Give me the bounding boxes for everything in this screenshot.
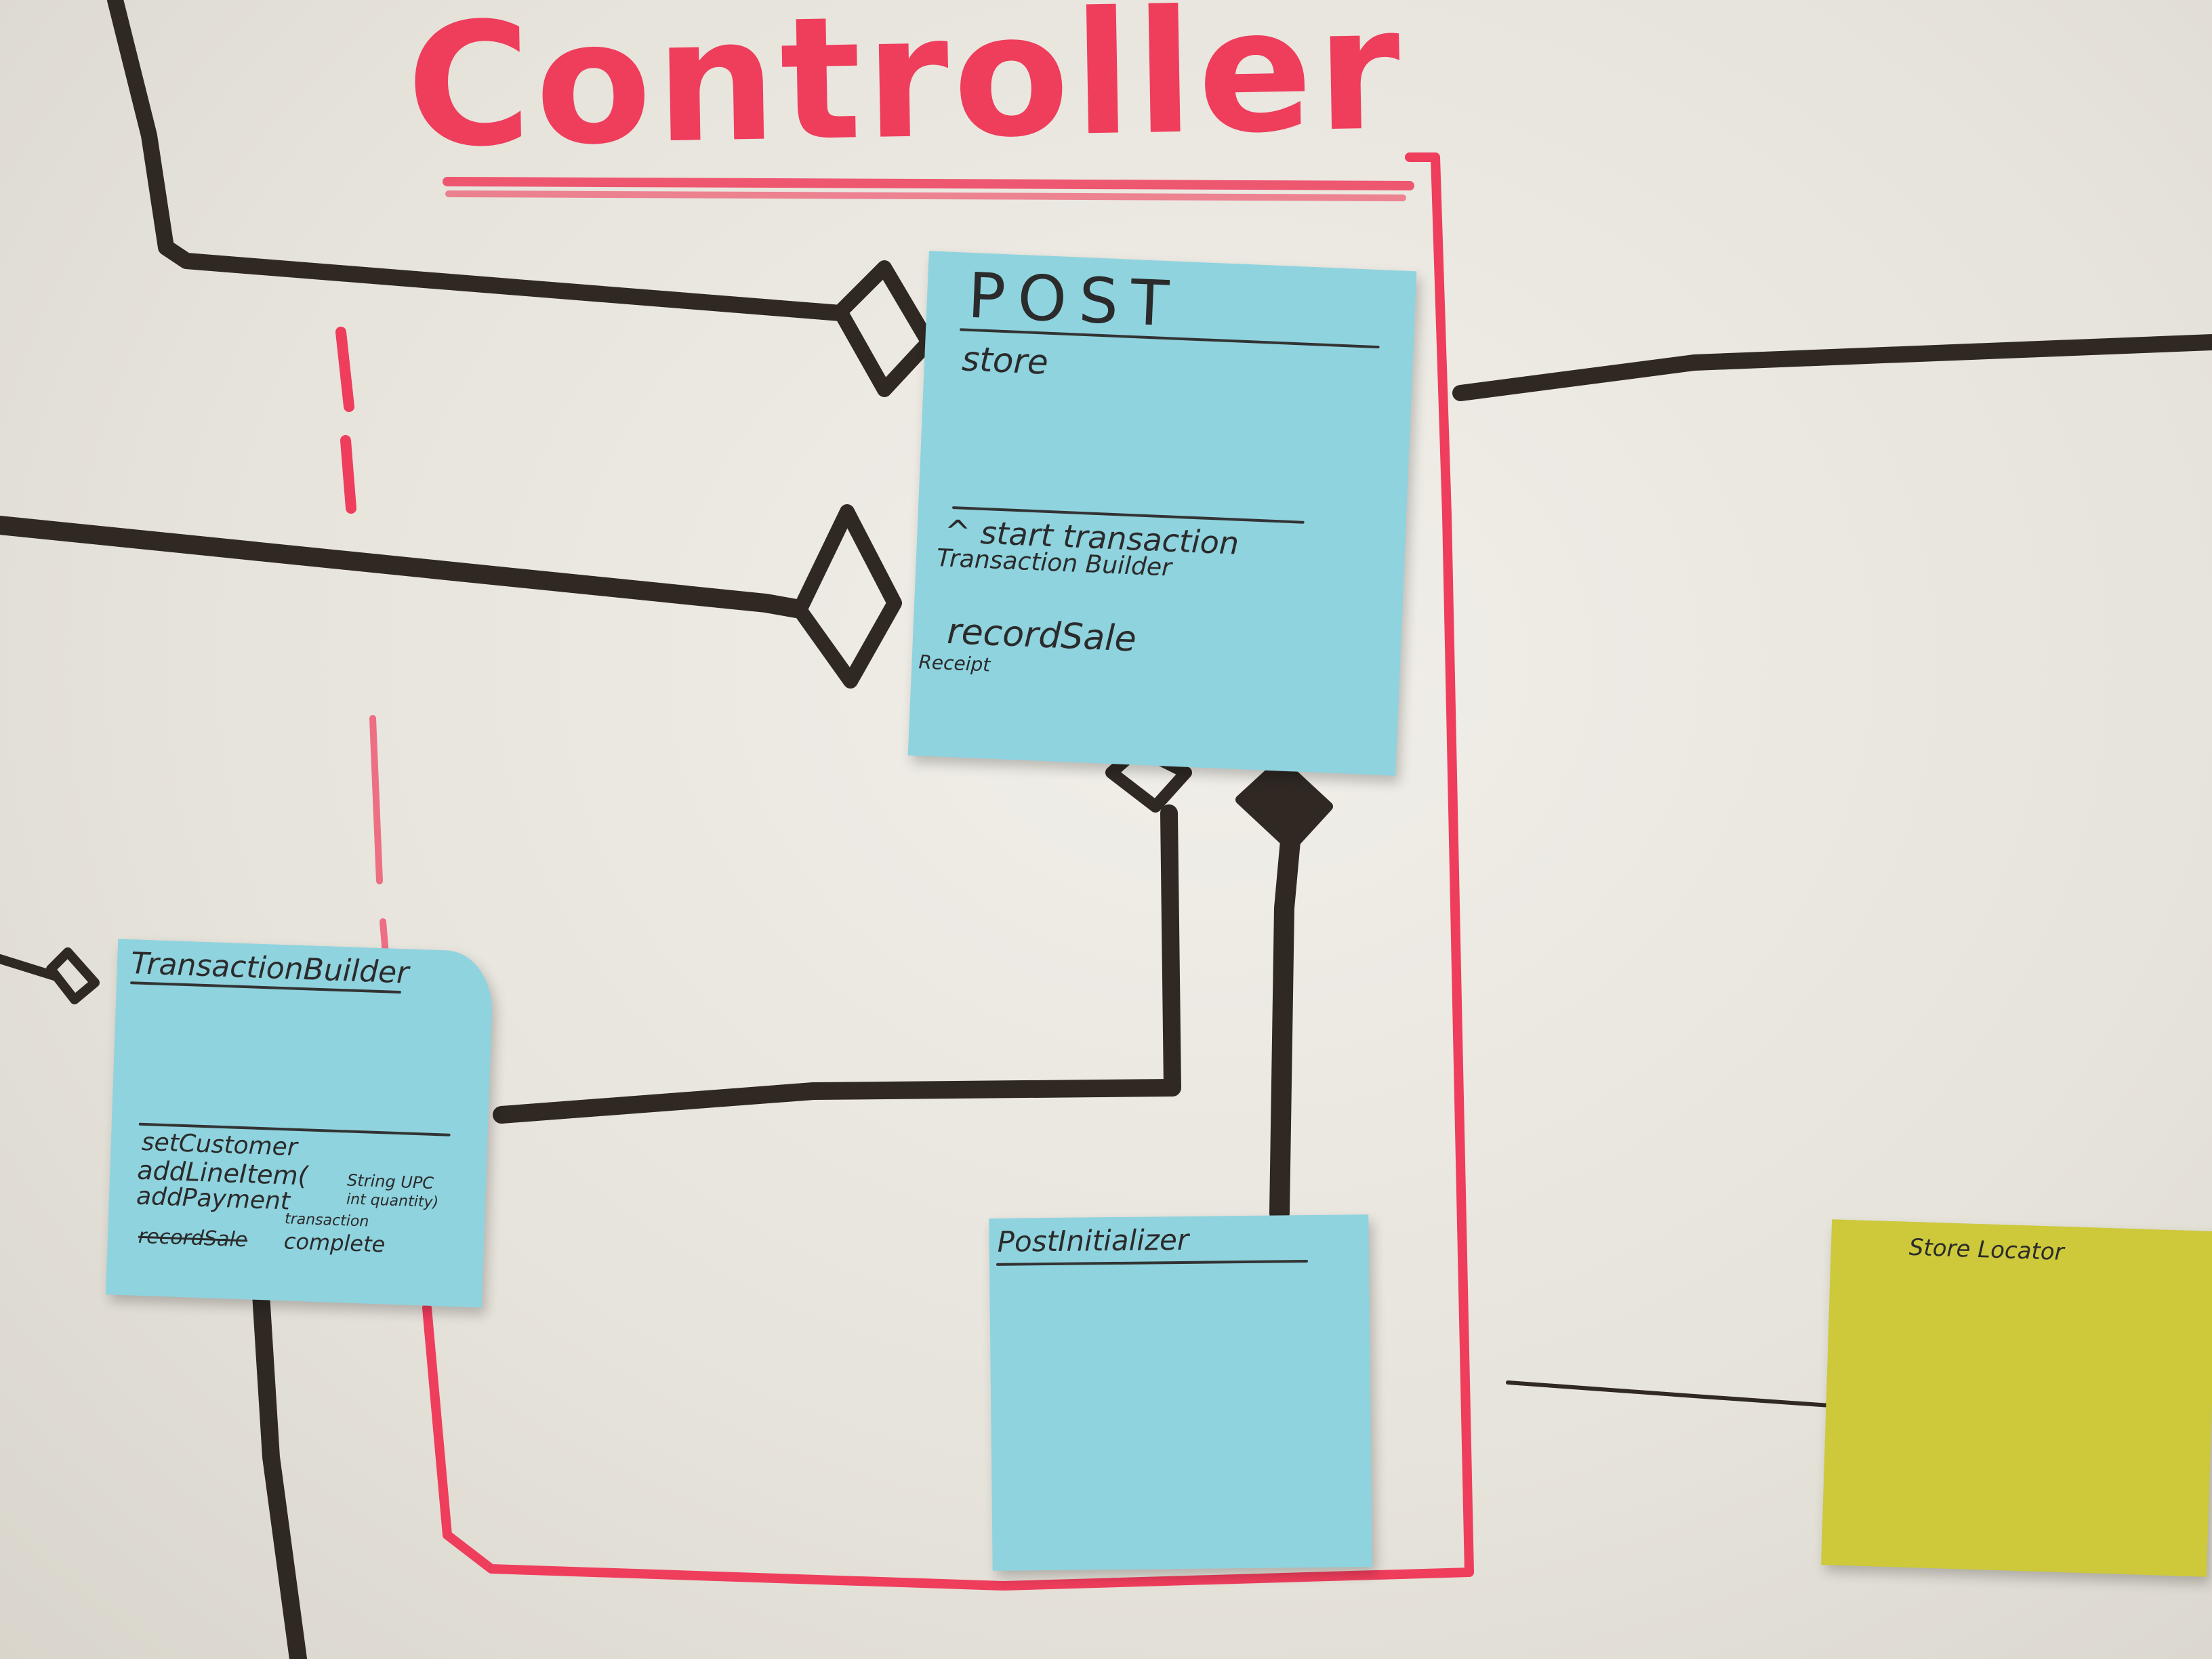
transaction-builder-add-line-item-args-2: int quantity)	[346, 1191, 439, 1212]
transaction-builder-class-note[interactable]: TransactionBuilder setCustomer addLineIt…	[106, 939, 494, 1308]
line-top-left	[107, 0, 848, 321]
line-post-to-initializer	[1269, 823, 1301, 1223]
controller-title: Controller	[405, 0, 1406, 185]
controller-left-dashes-2	[340, 435, 356, 514]
controller-boundary	[422, 152, 1474, 1591]
controller-underline	[443, 177, 1414, 190]
line-builder-to-post	[493, 804, 1181, 1124]
diamond-left-aggregation	[46, 947, 100, 1004]
line-right-top	[1452, 334, 2212, 401]
controller-left-dashes-1	[335, 327, 354, 412]
transaction-builder-add-line-item-args: String UPC	[346, 1170, 434, 1193]
line-builder-down	[252, 1286, 307, 1659]
line-left-middle	[0, 516, 806, 618]
post-method-record-sale-return: Receipt	[918, 651, 991, 676]
post-class-name: POST	[966, 259, 1183, 341]
transaction-builder-method-transaction: transaction	[284, 1210, 369, 1231]
post-attribute-store: store	[961, 339, 1049, 382]
diamond-composition-filled	[1235, 758, 1333, 852]
diamond-middle-aggregation	[792, 504, 902, 689]
post-initializer-class-name: PostInitializer	[997, 1223, 1189, 1258]
diamond-top-aggregation	[833, 260, 936, 397]
post-initializer-class-note[interactable]: PostInitializer	[989, 1214, 1372, 1571]
transaction-builder-struck-record-sale: recordSale	[138, 1224, 248, 1252]
store-locator-class-name: Store Locator	[1908, 1233, 2065, 1266]
controller-left-dashes-3	[369, 715, 383, 884]
post-initializer-name-divider	[996, 1260, 1308, 1266]
transaction-builder-method-complete: complete	[283, 1228, 386, 1258]
store-locator-class-note[interactable]: Store Locator	[1821, 1219, 2212, 1577]
transaction-builder-method-add-payment: addPayment	[136, 1182, 291, 1216]
controller-underline-2	[445, 190, 1406, 201]
line-to-store-locator	[1506, 1380, 1842, 1408]
line-left-stub	[0, 954, 59, 981]
post-class-note[interactable]: POST store ^ start transaction Transacti…	[907, 251, 1417, 776]
